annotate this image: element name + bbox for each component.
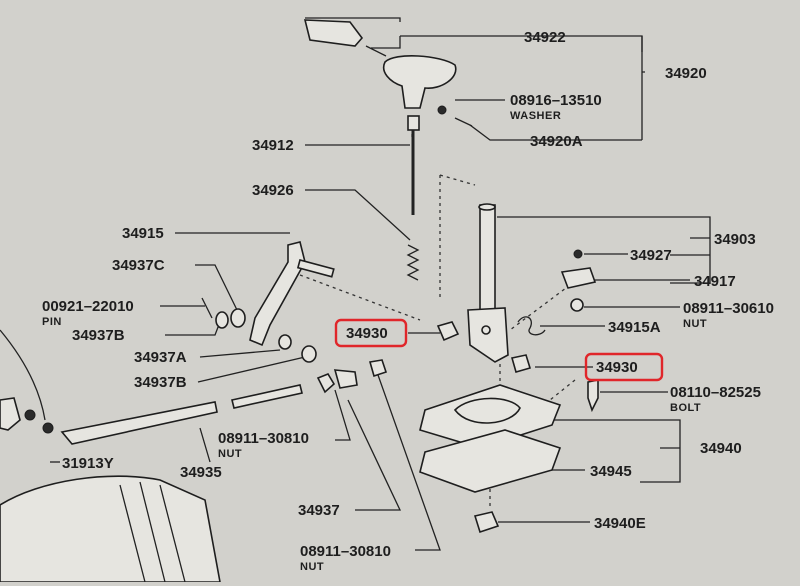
- label-34927: 34927: [630, 247, 672, 264]
- label-washer: WASHER: [510, 110, 561, 122]
- label-31913Y: 31913Y: [62, 455, 114, 472]
- label-nut-a: NUT: [683, 318, 707, 330]
- label-08911-30810-a: 08911–30810: [218, 430, 309, 447]
- label-34940E: 34940E: [594, 515, 646, 532]
- label-08916-13510: 08916–13510: [510, 92, 602, 109]
- label-34937: 34937: [298, 502, 340, 519]
- cable-31913Y: [0, 329, 46, 421]
- rod-34935: [60, 401, 218, 445]
- rod-34935-end: [231, 384, 303, 409]
- nut-08911-30810-b: [368, 359, 388, 378]
- label-34937B-2: 34937B: [134, 374, 187, 391]
- link-34937: [333, 369, 358, 389]
- label-34937A: 34937A: [134, 349, 187, 366]
- lever-base-34903: [467, 307, 509, 363]
- label-34935: 34935: [180, 464, 222, 481]
- bracket-34917: [560, 267, 597, 289]
- bushing-34930-left: [436, 321, 460, 342]
- lever-34915: [249, 241, 306, 347]
- screw-34920A: [454, 117, 473, 127]
- label-34920A: 34920A: [530, 133, 583, 150]
- label-34937B-1: 34937B: [72, 327, 125, 344]
- part-shapes: [0, 19, 599, 583]
- label-34937C: 34937C: [112, 257, 165, 274]
- bushing-34930-right: [510, 354, 532, 373]
- label-34915A: 34915A: [608, 319, 661, 336]
- label-34917: 34917: [694, 273, 736, 290]
- nut-34927: [573, 249, 583, 259]
- label-34930-right: 34930: [596, 359, 638, 376]
- label-bolt: BOLT: [670, 402, 701, 414]
- washer-08916: [437, 105, 447, 115]
- label-nut-b: NUT: [218, 448, 242, 460]
- nut-08911-30610: [570, 298, 584, 312]
- bolt-08110: [587, 379, 599, 413]
- highlights: [334, 318, 664, 382]
- label-08911-30810-b: 08911–30810: [300, 543, 391, 560]
- leader-lines: [50, 17, 711, 551]
- rod-top-34912: [407, 115, 420, 131]
- spring-34922: [365, 45, 387, 57]
- highlight-34930-left: [334, 318, 408, 348]
- knob-34920: [383, 55, 457, 109]
- label-08911-30610: 08911–30610: [683, 300, 774, 317]
- nut-31913Y-b: [42, 422, 54, 434]
- cap-34940E: [473, 511, 500, 534]
- label-pin: PIN: [42, 316, 62, 328]
- label-00921-22010: 00921–22010: [42, 298, 134, 315]
- label-34922: 34922: [524, 29, 566, 46]
- label-34930-left: 34930: [346, 325, 388, 342]
- boot-opening: [453, 397, 521, 424]
- label-34920: 34920: [665, 65, 707, 82]
- label-34903: 34903: [714, 231, 756, 248]
- label-34945: 34945: [590, 463, 632, 480]
- nut-08911-30810-a: [316, 373, 336, 394]
- lever-pin: [296, 259, 335, 278]
- washer-34937C: [230, 308, 246, 328]
- label-nut-c: NUT: [300, 561, 324, 573]
- bracket-31913Y: [0, 397, 21, 431]
- label-34926: 34926: [252, 182, 294, 199]
- label-08110-82525: 08110–82525: [670, 384, 761, 401]
- pin-00921: [201, 297, 213, 319]
- tube-34903: [479, 204, 496, 316]
- transmission-housing: [0, 475, 221, 583]
- nut-31913Y-a: [24, 409, 36, 421]
- plate-34922: [303, 19, 364, 47]
- spring-34926: [406, 244, 420, 281]
- washer-34937B-1: [215, 311, 229, 329]
- washer-34937B-2: [301, 345, 317, 363]
- label-34940: 34940: [700, 440, 742, 457]
- washer-34937A: [278, 334, 292, 350]
- label-34915: 34915: [122, 225, 164, 242]
- label-34912: 34912: [252, 137, 294, 154]
- labels: 34922 34920 08916–13510 WASHER 34920A 34…: [42, 29, 774, 573]
- tube-top: [478, 203, 496, 211]
- highlight-34930-right: [584, 352, 664, 382]
- clip-34915A: [517, 316, 546, 336]
- lever-hole: [481, 325, 491, 335]
- plate-34945: [419, 429, 562, 493]
